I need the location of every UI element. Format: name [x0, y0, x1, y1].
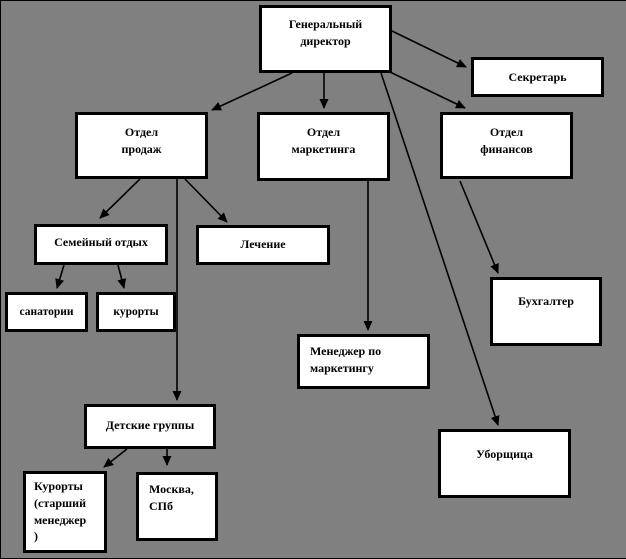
edge-sales-treatment	[184, 178, 228, 223]
edge-gd-cleaner	[380, 72, 500, 426]
edge-finance-accountant	[459, 180, 499, 274]
edge-gd-finance	[389, 71, 466, 109]
node-marketing-dept: Отдел маркетинга	[257, 112, 390, 181]
node-marketing-manager: Менеджер по маркетингу	[297, 334, 430, 389]
node-general-director: Генеральный директор	[259, 5, 392, 73]
node-secretary: Секретарь	[471, 57, 604, 97]
node-family-rest: Семейный отдых	[34, 224, 168, 265]
node-children-groups: Детские группы	[84, 404, 216, 449]
edge-family-resorts	[117, 264, 127, 289]
node-resorts: курорты	[96, 292, 176, 332]
edge-family-sanatorium	[55, 264, 65, 289]
edge-children-resorts-sm	[103, 448, 128, 468]
node-sales-dept: Отдел продаж	[75, 112, 208, 179]
edge-gd-secretary	[391, 30, 467, 68]
node-moscow-spb: Москва, СПб	[136, 472, 218, 541]
edge-sales-family	[99, 178, 141, 219]
node-accountant: Бухгалтер	[490, 277, 602, 346]
edge-gd-sales	[211, 72, 293, 111]
node-treatment: Лечение	[196, 225, 330, 265]
node-resorts-senior-manager: Курорты (старший менеджер )	[23, 471, 107, 553]
node-sanatoriums: санатории	[5, 292, 88, 332]
node-finance-dept: Отдел финансов	[440, 112, 573, 179]
node-cleaner: Уборщица	[438, 429, 571, 498]
